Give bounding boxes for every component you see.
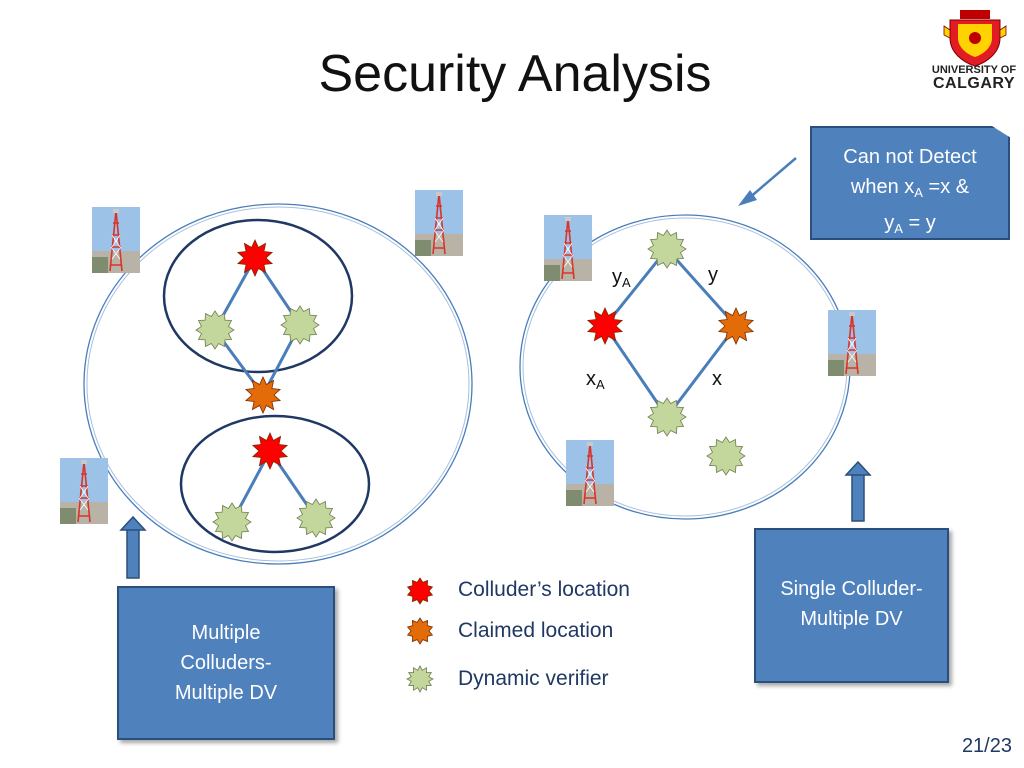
logo-line-2: CALGARY: [932, 75, 1015, 92]
left-box-line-3: Multiple DV: [174, 682, 278, 704]
university-crest-icon: [943, 10, 1007, 67]
cell-tower-icon: [543, 214, 593, 282]
multiple-colluders-box: Multiple Colluders- Multiple DV: [117, 586, 335, 740]
left-box-line-2: Colluders-: [180, 652, 272, 674]
label-x: x: [712, 368, 722, 390]
cell-tower-icon: [565, 439, 615, 507]
slide-title: Security Analysis: [318, 45, 712, 103]
callout-arrow-icon: [738, 157, 797, 206]
callout-box: Can not Detect when xA =x & yA = y: [810, 126, 1010, 240]
single-colluder-box: Single Colluder- Multiple DV: [754, 528, 949, 683]
left-coverage-circle-inner: [86, 206, 470, 562]
cell-tower-icon: [91, 206, 141, 274]
verifier-node-icon: [296, 498, 336, 538]
label-y-a: yA: [612, 266, 631, 290]
page-number: 21/23: [961, 735, 1012, 757]
callout-line-2: when xA =x &: [850, 176, 970, 200]
colluder-node-icon: [251, 432, 289, 470]
cell-tower-icon: [827, 309, 877, 377]
colluder-node-icon: [236, 239, 274, 277]
legend-claimed-icon: [406, 617, 434, 645]
left-box-line-1: Multiple: [191, 622, 261, 644]
verifier-node-icon: [647, 229, 687, 269]
legend-verifier-icon: [406, 665, 434, 693]
verifier-node-icon: [647, 397, 687, 437]
claimed-node-icon: [717, 307, 755, 345]
right-box-line-2: Multiple DV: [800, 608, 903, 630]
callout-line-3: yA = y: [884, 212, 936, 236]
claimed-node-icon: [244, 376, 282, 414]
right-box-line-1: Single Colluder-: [780, 578, 923, 600]
colluder-group-ring-top: [162, 218, 354, 374]
colluder-group-ring-bottom: [179, 414, 371, 554]
legend-verifier-label: Dynamic verifier: [458, 667, 609, 690]
university-wordmark: UNIVERSITY OF CALGARY: [926, 64, 1022, 92]
diagram-nodes: [195, 229, 755, 693]
legend-colluder-label: Colluder’s location: [458, 578, 630, 601]
left-up-arrow-icon: [119, 515, 147, 579]
cell-tower-icon: [59, 457, 109, 525]
label-x-a: xA: [586, 368, 605, 392]
verifier-node-icon: [280, 305, 320, 345]
right-up-arrow-icon: [844, 460, 872, 522]
left-coverage-circle: [83, 203, 473, 565]
callout-line-1: Can not Detect: [843, 146, 977, 168]
label-y: y: [708, 264, 718, 286]
legend-claimed-label: Claimed location: [458, 619, 614, 642]
legend-colluder-icon: [406, 577, 434, 605]
verifier-node-icon: [706, 436, 746, 476]
verifier-node-icon: [195, 310, 235, 350]
verifier-node-icon: [212, 502, 252, 542]
cell-tower-icon: [414, 189, 464, 257]
colluder-node-icon: [586, 307, 624, 345]
logo-line-1: UNIVERSITY OF: [931, 64, 1017, 76]
